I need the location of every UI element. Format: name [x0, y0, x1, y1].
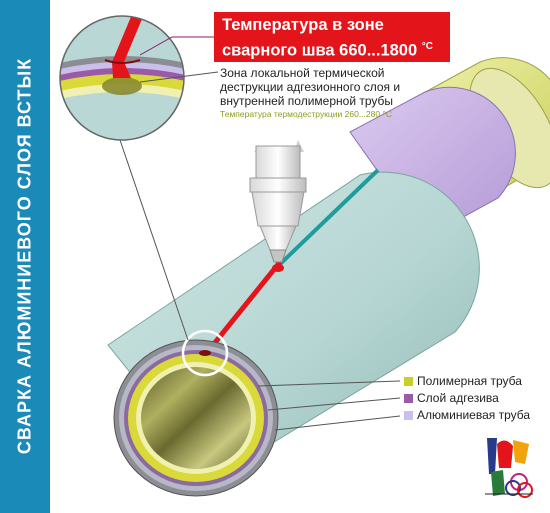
seam-line [274, 168, 380, 270]
welding-torch-icon [249, 140, 307, 272]
legend-leader-adhesive [267, 397, 401, 411]
side-title: СВАРКА АЛЮМИНИЕВОГО СЛОЯ ВСТЫК [14, 57, 35, 455]
legend-leader-polymer [257, 380, 401, 387]
legend-leader-aluminium [274, 415, 401, 431]
legend-label-polymer: Полимерная труба [417, 374, 522, 388]
legend-label-aluminium: Алюминиевая труба [417, 408, 531, 422]
zoom-connector [119, 139, 189, 341]
magnifier-spot [181, 329, 229, 377]
temperature-line-1: Температура в зоне [222, 16, 384, 34]
side-band [0, 0, 50, 513]
temperature-line-2-wrap: сварного шва 660...1800 °C [222, 36, 444, 62]
weld-seam-line [203, 260, 282, 357]
zone-leader [139, 71, 219, 83]
legend-label-adhesive: Слой адгезива [417, 391, 499, 405]
company-logo-icon [483, 434, 535, 500]
adhesive-layer-exposed [349, 86, 516, 239]
temperature-line-2: сварного шва 660...1800 [222, 41, 418, 60]
temperature-callout: Температура в зоне сварного шва 660...18… [214, 12, 450, 62]
zone-callout-subtext: Температура термодеструкции 260...280 °C [220, 109, 392, 119]
temperature-unit: °C [421, 41, 433, 52]
temperature-leader [139, 36, 214, 56]
zone-callout-text: Зона локальной термической деструкции ад… [220, 66, 401, 108]
pipe-cross-section [113, 339, 279, 497]
legend-swatch-polymer [404, 377, 413, 386]
zoom-view [59, 15, 185, 141]
legend-swatch-aluminium [404, 411, 413, 420]
weld-spot [199, 350, 211, 356]
legend-swatch-adhesive [404, 394, 413, 403]
